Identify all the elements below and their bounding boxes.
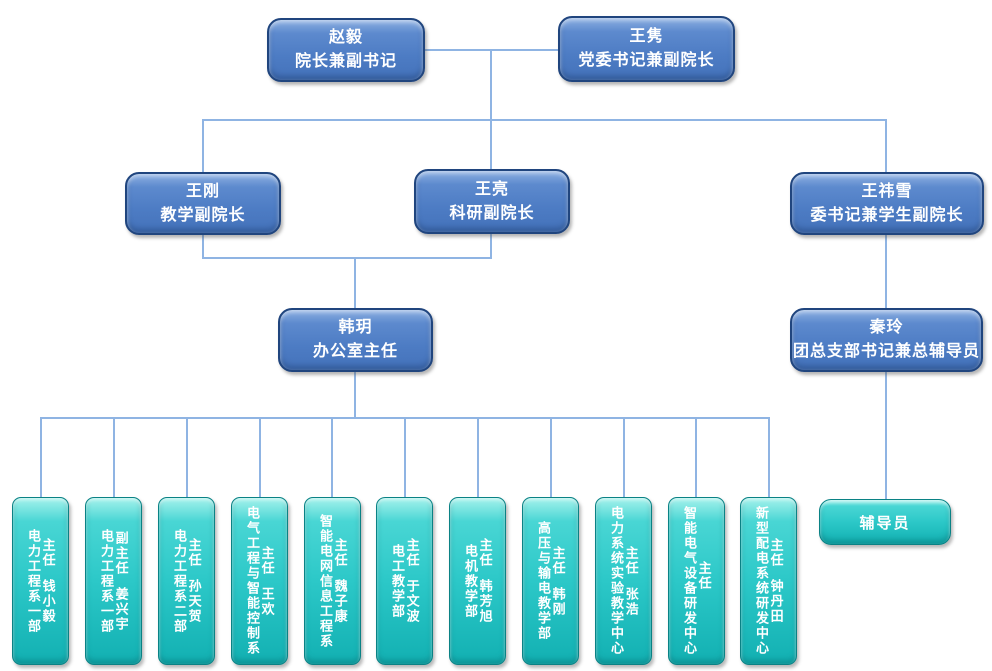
person-name: 张浩 [623, 586, 639, 617]
node-department[interactable]: 智能电气设备研发中心 主任 [668, 497, 725, 665]
connector-line [40, 417, 42, 497]
department-name: 电力工程系一部 [99, 528, 114, 634]
connector-line [623, 417, 625, 497]
role-title: 主任 [696, 560, 712, 591]
node-research-vice-dean[interactable]: 王亮 科研副院长 [414, 169, 570, 234]
connector-line [477, 417, 479, 497]
person-name: 韩芳旭 [477, 579, 493, 624]
connector-line [885, 372, 887, 499]
person-title: 科研副院长 [449, 204, 535, 222]
node-department[interactable]: 电力系统实验教学中心 主任张浩 [595, 497, 652, 665]
connector-line [354, 257, 356, 308]
node-department[interactable]: 电工教学部 主任于文波 [376, 497, 433, 665]
node-department[interactable]: 电力工程系一部 主任钱小毅 [12, 497, 69, 665]
node-department[interactable]: 电力工程系二部 主任孙天贺 [158, 497, 215, 665]
role-title: 主任 [768, 538, 784, 568]
node-counselor[interactable]: 辅导员 [819, 499, 951, 545]
person-name: 于文波 [404, 579, 420, 624]
connector-line [885, 235, 887, 308]
role-title: 主任 [404, 538, 420, 568]
node-teaching-vice-dean[interactable]: 王刚 教学副院长 [125, 172, 281, 235]
node-student-vice-dean[interactable]: 王祎雪 委书记兼学生副院长 [790, 172, 984, 235]
person-title: 党委书记兼副院长 [578, 52, 715, 69]
connector-line [186, 417, 188, 497]
person-title: 教学副院长 [160, 206, 246, 224]
person-name: 王隽 [629, 28, 664, 45]
person-name: 王刚 [185, 182, 220, 200]
person-name: 孙天贺 [186, 579, 202, 624]
person-name: 韩玥 [338, 319, 373, 336]
connector-line [202, 119, 886, 121]
connector-line [885, 119, 887, 172]
connector-line [113, 417, 115, 497]
person-name: 钟丹田 [768, 579, 784, 624]
node-office-director[interactable]: 韩玥 办公室主任 [278, 308, 433, 372]
connector-line [768, 417, 770, 497]
connector-line [202, 119, 204, 172]
role-title: 副主任 [113, 530, 129, 576]
role-title: 主任 [550, 545, 566, 576]
counselor-label: 辅导员 [859, 514, 911, 532]
role-title: 主任 [259, 545, 275, 576]
connector-line [202, 257, 492, 259]
connector-line [404, 417, 406, 497]
node-department[interactable]: 电气工程与智能控制系 主任王欢 [231, 497, 288, 665]
connector-line [490, 119, 492, 169]
person-name: 韩刚 [550, 586, 566, 617]
person-name: 赵毅 [328, 29, 363, 46]
department-name: 电力工程系二部 [172, 528, 187, 634]
role-title: 主任 [477, 538, 493, 568]
person-name: 王祎雪 [861, 182, 913, 200]
person-name: 钱小毅 [40, 579, 56, 624]
department-name: 电力系统实验教学中心 [609, 506, 624, 656]
person-name: 王欢 [259, 586, 275, 617]
person-title: 院长兼副书记 [294, 53, 397, 70]
connector-line [490, 234, 492, 259]
person-name: 王亮 [474, 180, 509, 198]
department-name: 电工教学部 [390, 543, 405, 619]
role-title: 主任 [623, 545, 639, 576]
role-title: 主任 [332, 538, 348, 568]
connector-line [331, 417, 333, 497]
connector-line [550, 417, 552, 497]
person-title: 委书记兼学生副院长 [810, 206, 964, 224]
department-name: 电机教学部 [463, 543, 478, 619]
node-dean[interactable]: 赵毅 院长兼副书记 [267, 18, 425, 82]
department-name: 智能电网信息工程系 [318, 513, 333, 649]
node-department[interactable]: 高压与输电教学部 主任韩刚 [522, 497, 579, 665]
node-department[interactable]: 电力工程系一部 副主任姜兴宇 [85, 497, 142, 665]
node-department[interactable]: 电机教学部 主任韩芳旭 [449, 497, 506, 665]
connector-line [259, 417, 261, 497]
node-league-secretary[interactable]: 秦玲 团总支部书记兼总辅导员 [790, 308, 983, 372]
person-name: 秦玲 [869, 319, 904, 336]
department-name: 新型配电系统研发中心 [754, 506, 769, 656]
connector-line [695, 417, 697, 497]
department-name: 智能电气设备研发中心 [682, 506, 697, 656]
person-title: 办公室主任 [312, 343, 398, 360]
connector-line [490, 49, 492, 120]
node-party-secretary[interactable]: 王隽 党委书记兼副院长 [558, 16, 735, 82]
department-name: 高压与输电教学部 [536, 521, 551, 641]
connector-line [354, 372, 356, 419]
person-title: 团总支部书记兼总辅导员 [792, 343, 980, 360]
department-name: 电力工程系一部 [26, 528, 41, 634]
person-name: 姜兴宇 [113, 586, 129, 632]
person-name: 魏子康 [332, 579, 348, 624]
node-department[interactable]: 智能电网信息工程系 主任魏子康 [304, 497, 361, 665]
connector-line [202, 235, 204, 259]
node-department[interactable]: 新型配电系统研发中心 主任钟丹田 [740, 497, 797, 665]
department-name: 电气工程与智能控制系 [245, 506, 260, 656]
role-title: 主任 [186, 538, 202, 568]
role-title: 主任 [40, 538, 56, 568]
